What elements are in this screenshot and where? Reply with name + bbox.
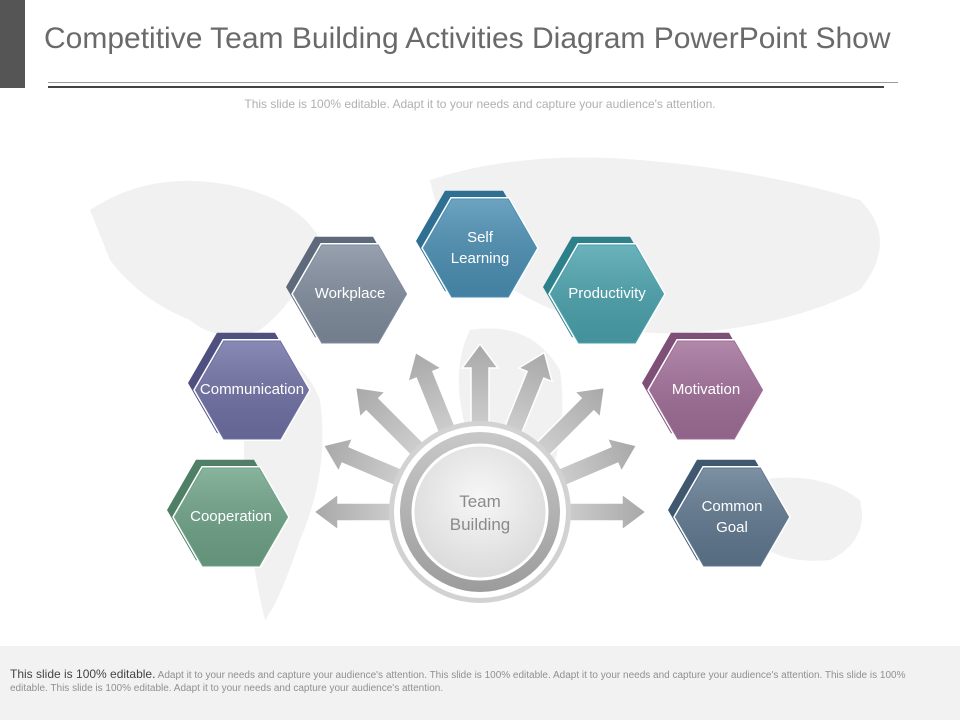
hexagon-self-learning-shade — [424, 199, 536, 297]
hexagon-workplace-shade — [294, 245, 406, 343]
hexagon-communication-shade — [196, 341, 308, 439]
title-rule-thin — [48, 82, 898, 83]
center-label: Team Building — [449, 492, 511, 534]
hexagon-label-communication: Communication — [199, 381, 305, 399]
hexagon-label-cooperation: Cooperation — [190, 508, 272, 526]
footer-text: This slide is 100% editable. Adapt it to… — [10, 668, 945, 695]
title-accent-bar — [0, 0, 25, 88]
footer-panel: This slide is 100% editable. Adapt it to… — [0, 646, 960, 720]
hexagon-label-workplace: Workplace — [314, 285, 386, 303]
slide-title: Competitive Team Building Activities Dia… — [44, 22, 891, 55]
center-circle — [389, 421, 571, 603]
footer-lead: This slide is 100% editable. — [10, 667, 156, 681]
center-inner-disc — [411, 443, 549, 581]
slide-subtitle: This slide is 100% editable. Adapt it to… — [244, 97, 716, 111]
hexagon-motivation-shade — [650, 341, 762, 439]
hexagon-label-motivation: Motivation — [671, 381, 741, 399]
title-rule-thick — [48, 86, 884, 88]
hexagon-group — [167, 190, 791, 568]
hexagon-label-productivity: Productivity — [568, 285, 646, 303]
diagram-canvas — [90, 157, 880, 620]
footer-body: Adapt it to your needs and capture your … — [10, 670, 906, 694]
hexagon-label-self-learning: Self Learning — [450, 228, 510, 267]
hexagon-label-common-goal: Common Goal — [701, 497, 763, 536]
hexagon-productivity-shade — [551, 245, 663, 343]
hexagon-cooperation-shade — [175, 468, 287, 566]
hexagon-common-goal-shade — [676, 468, 788, 566]
